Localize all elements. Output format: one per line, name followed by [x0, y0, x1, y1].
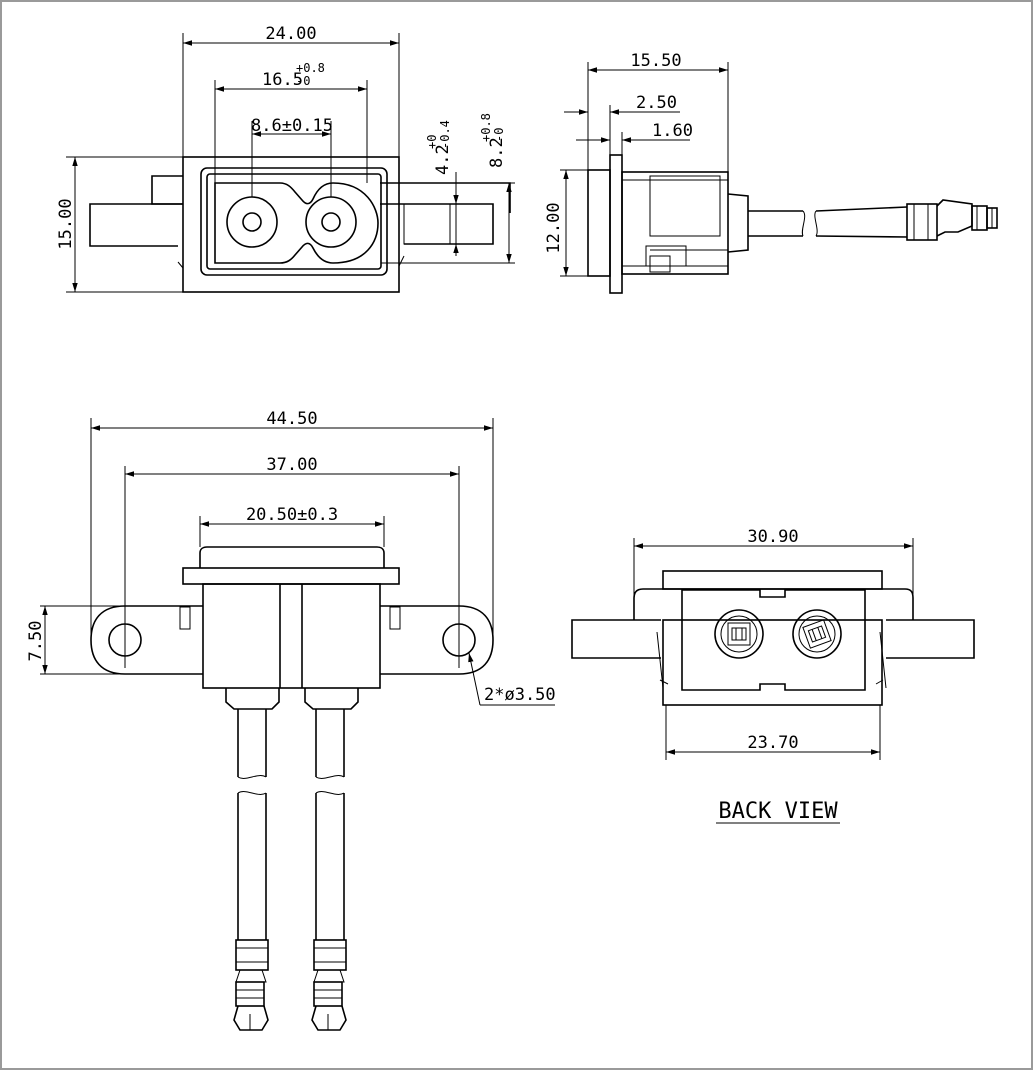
dim-pin-pitch: 8.6±0.15: [251, 116, 333, 136]
dim-body-height: 8.2: [487, 137, 507, 168]
dim-pin-span-lower-tol: -0: [296, 74, 310, 88]
dim-pin-span: 16.5: [262, 70, 303, 90]
back-view: 30.90 23.70 BACK VIEW: [571, 527, 975, 824]
dim-top-overall: 44.50: [266, 409, 317, 429]
dim-top-tab: 7.50: [26, 621, 46, 662]
side-view: 15.50 2.50 1.60 12.00: [544, 51, 998, 294]
dim-body-height-lower-tol: -0: [492, 128, 506, 142]
dim-side-flange: 2.50: [636, 93, 677, 113]
dim-side-plate: 1.60: [652, 121, 693, 141]
dim-tab-height-upper-tol: +0: [425, 135, 439, 149]
dim-side-height: 12.00: [544, 202, 564, 253]
dim-tab-height: 4.2: [433, 144, 453, 175]
back-view-caption: BACK VIEW: [718, 799, 838, 824]
dim-back-top: 30.90: [747, 527, 798, 547]
dim-pin-span-upper-tol: +0.8: [296, 61, 325, 75]
dim-front-height: 15.00: [56, 198, 76, 249]
dim-front-width: 24.00: [265, 24, 316, 44]
top-view: 44.50 37.00 20.50±0.3 7.50 2*ø3.50: [26, 409, 556, 1031]
dim-body-height-upper-tol: +0.8: [479, 113, 493, 142]
dim-top-body: 20.50±0.3: [246, 505, 338, 525]
dim-back-bottom: 23.70: [747, 733, 798, 753]
dim-top-hole: 2*ø3.50: [484, 685, 556, 705]
dim-tab-height-lower-tol: -0.4: [438, 120, 452, 149]
dim-top-hole-pitch: 37.00: [266, 455, 317, 475]
dim-side-depth: 15.50: [630, 51, 681, 71]
front-view: 24.00 16.5 +0.8 -0 8.6±0.15 15.00 4.2 +0…: [56, 24, 515, 293]
